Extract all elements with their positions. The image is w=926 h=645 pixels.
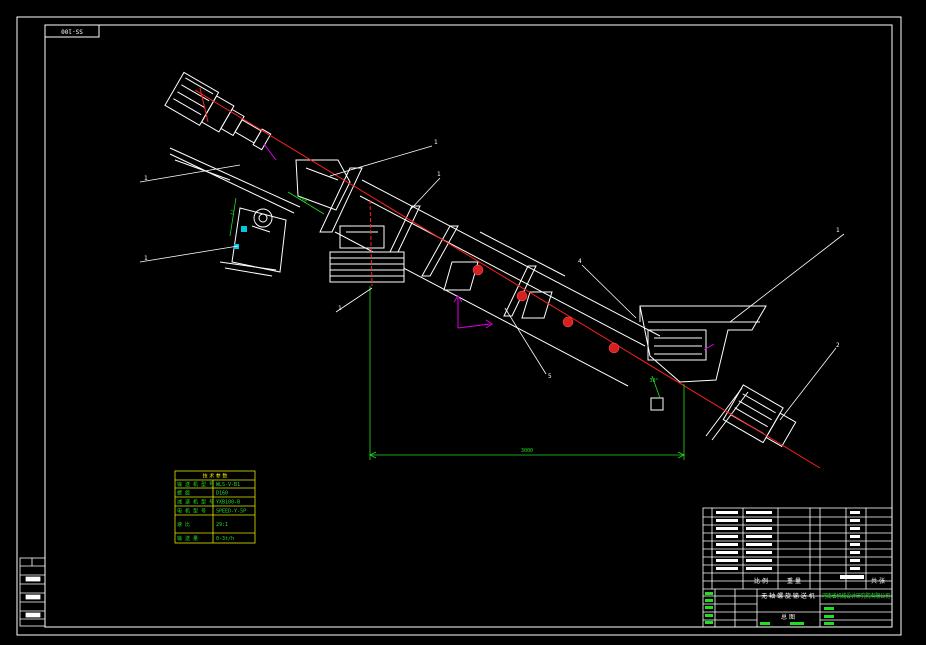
tech-row-value: D160 [216, 491, 228, 497]
leader-label: 1 [144, 255, 148, 262]
title-block [702, 507, 893, 628]
inner-border [44, 24, 893, 628]
revision-strip [19, 557, 46, 627]
tech-row-value: SPEED-Y-5P [216, 509, 246, 515]
leader-label: 1 [338, 305, 342, 312]
parts-list-marks [716, 511, 864, 579]
dimension-angle: 30° [649, 378, 658, 384]
leader-lines [139, 145, 845, 421]
magenta-accents [263, 143, 715, 351]
tech-table-rows: 输 送 机 型 号 WLS-V-B1 螺 旋 D160 减 速 机 型 号 YX… [177, 481, 246, 542]
sheet-count: 共 张 [871, 577, 885, 585]
tech-row-value: 29:1 [216, 522, 228, 528]
dimension-bracket-height: LL [230, 208, 237, 215]
dimension-motor-offset: 5V8 [297, 195, 308, 205]
drawing-number: SS-100 [61, 28, 83, 35]
leader-label: 4 [578, 258, 582, 265]
tech-row-label: 输 送 量 [177, 535, 198, 542]
coupling-discs [472, 264, 620, 354]
tech-row-value: WLS-V-B1 [216, 482, 240, 488]
leader-label: 1 [836, 227, 840, 234]
leader-label: 1 [434, 139, 438, 146]
leader-label: 2 [836, 342, 840, 349]
tech-row-label: 电 机 型 号 [177, 508, 206, 515]
dimension-lines [229, 191, 685, 460]
outer-border [16, 16, 902, 636]
leader-label: 1 [437, 171, 441, 178]
tech-parameter-table [174, 470, 256, 544]
title-block-green-marks [705, 592, 834, 625]
tail-housing [722, 384, 797, 448]
company-name: 河南省机械设计研究院有限公司 [822, 592, 890, 600]
weight-label: 重 量 [787, 577, 801, 585]
leader-labels: 1 1 1 1 1 1 4 5 2 [144, 139, 840, 380]
centerline [194, 87, 821, 469]
tech-row-value: YXB100-B [216, 500, 240, 506]
sheet-label: 总 图 [781, 613, 795, 621]
leader-label: 1 [144, 175, 148, 182]
tech-row-label: 螺 旋 [177, 490, 190, 497]
drawing-title: 无 轴 螺 旋 输 送 机 [761, 592, 814, 600]
tech-table-title: 技 术 参 数 [203, 473, 228, 480]
dimension-base-length: 3000 [521, 448, 533, 454]
scale-label: 比 例 [754, 577, 768, 585]
drawing-number-box: SS-100 [44, 24, 100, 38]
leader-label: 5 [548, 373, 552, 380]
tech-row-label: 减 速 机 型 号 [177, 499, 214, 506]
tech-row-label: 输 送 机 型 号 [177, 481, 214, 488]
tech-row-value: 0-3t/h [216, 536, 234, 542]
tech-row-label: 速 比 [177, 521, 190, 528]
